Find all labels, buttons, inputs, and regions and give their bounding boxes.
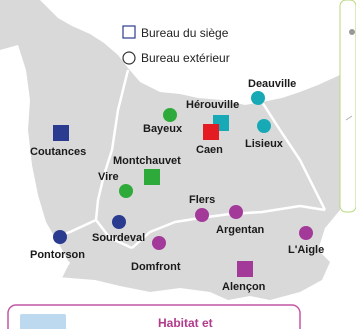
office-label-domfront[interactable]: Domfront bbox=[131, 261, 181, 273]
office-label-laigle[interactable]: L'Aigle bbox=[288, 244, 324, 256]
side-panel-dot bbox=[349, 29, 355, 35]
office-marker-argentan[interactable] bbox=[229, 205, 243, 219]
office-label-argentan[interactable]: Argentan bbox=[216, 224, 265, 236]
office-label-pontorson[interactable]: Pontorson bbox=[30, 249, 85, 261]
office-label-coutances[interactable]: Coutances bbox=[30, 146, 86, 158]
office-marker-bayeux[interactable] bbox=[163, 108, 177, 122]
office-marker-domfront[interactable] bbox=[152, 236, 166, 250]
office-marker-montchauvet[interactable] bbox=[144, 169, 160, 185]
office-label-deauville[interactable]: Deauville bbox=[248, 78, 296, 90]
side-panel-edge bbox=[339, 0, 356, 213]
side-panel-tick bbox=[345, 115, 353, 121]
office-marker-lisieux[interactable] bbox=[257, 119, 271, 133]
info-card-frame[interactable] bbox=[7, 304, 301, 334]
office-marker-vire[interactable] bbox=[119, 184, 133, 198]
info-card-thumbnail bbox=[20, 314, 66, 334]
office-marker-caen[interactable] bbox=[203, 124, 219, 140]
office-marker-flers[interactable] bbox=[195, 208, 209, 222]
info-card-title: Habitat et bbox=[158, 316, 213, 329]
legend-outer-office-label: Bureau extérieur bbox=[141, 51, 230, 65]
office-marker-laigle[interactable] bbox=[299, 226, 313, 240]
office-marker-sourdeval[interactable] bbox=[112, 215, 126, 229]
office-label-bayeux[interactable]: Bayeux bbox=[143, 123, 183, 135]
office-marker-coutances[interactable] bbox=[53, 125, 69, 141]
office-label-montchauvet[interactable]: Montchauvet bbox=[113, 155, 181, 167]
office-label-alencon[interactable]: Alençon bbox=[222, 281, 266, 293]
office-label-sourdeval[interactable]: Sourdeval bbox=[92, 232, 145, 244]
dept-border-calvados-east bbox=[260, 101, 327, 211]
sea-west bbox=[0, 45, 70, 272]
info-card[interactable]: Habitat et bbox=[7, 304, 301, 334]
office-label-caen[interactable]: Caen bbox=[196, 144, 223, 156]
office-marker-pontorson[interactable] bbox=[53, 230, 67, 244]
sea-north bbox=[40, 0, 340, 105]
dept-border-manche-calvados bbox=[94, 69, 133, 250]
office-marker-alencon[interactable] bbox=[237, 261, 253, 277]
office-label-flers[interactable]: Flers bbox=[189, 194, 215, 206]
legend-head-office-label: Bureau du siège bbox=[141, 26, 229, 40]
office-label-vire[interactable]: Vire bbox=[98, 171, 119, 183]
dept-border-calvados-orne bbox=[131, 204, 326, 249]
office-label-lisieux[interactable]: Lisieux bbox=[245, 138, 284, 150]
sea-south-bay bbox=[0, 258, 70, 294]
office-label-herouville[interactable]: Hérouville bbox=[186, 99, 239, 111]
legend-circle-swatch bbox=[122, 51, 136, 65]
legend-square-swatch bbox=[122, 25, 136, 39]
office-marker-deauville[interactable] bbox=[251, 91, 265, 105]
legend: Bureau du siège Bureau extérieur bbox=[122, 25, 230, 65]
